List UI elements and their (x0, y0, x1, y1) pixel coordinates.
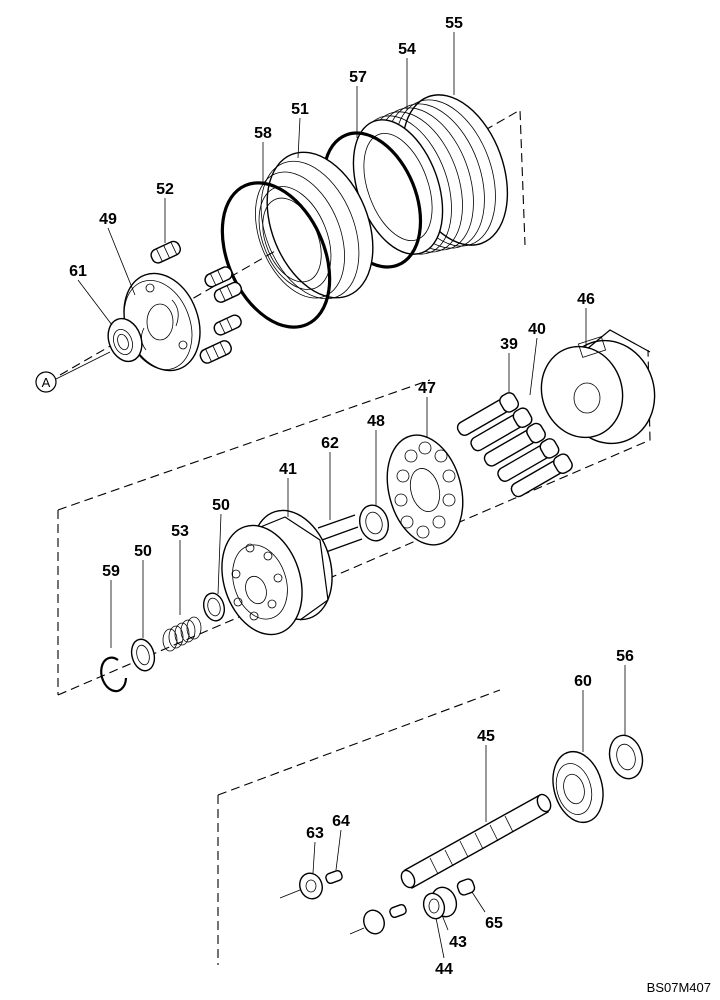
label-58: 58 (254, 125, 272, 142)
part-51-brake-piston (255, 151, 374, 300)
drawing-code: BS07M407 (647, 980, 711, 995)
label-64: 64 (332, 813, 350, 830)
leader-lines (77, 32, 626, 959)
part-55-disc-pack (352, 94, 509, 255)
label-65: 65 (485, 915, 503, 932)
label-40: 40 (528, 321, 546, 338)
label-51: 51 (291, 101, 309, 118)
callout-a-label: A (42, 375, 51, 390)
label-57: 57 (349, 69, 367, 86)
part-43-bush (422, 886, 458, 920)
callout-a: A (35, 351, 111, 393)
label-41: 41 (279, 461, 297, 478)
part-48-spherical-bush (358, 504, 390, 542)
label-54: 54 (398, 41, 416, 58)
label-43: 43 (449, 934, 467, 951)
part-64-pin (325, 869, 343, 885)
label-56: 56 (616, 648, 634, 665)
part-63-plug (279, 872, 323, 900)
label-62: 62 (321, 435, 339, 452)
part-60-bearing (552, 750, 604, 824)
label-53: 53 (171, 523, 189, 540)
part-39-40-pistons (456, 392, 573, 498)
label-52: 52 (156, 181, 174, 198)
label-50-lower: 50 (134, 543, 152, 560)
part-49-rear-flange (123, 272, 201, 372)
part-52-springs (150, 240, 243, 364)
part-61-bearing (107, 317, 143, 363)
label-44: 44 (435, 961, 453, 978)
label-49: 49 (99, 211, 117, 228)
part-65-collar (456, 878, 476, 896)
label-46: 46 (577, 291, 595, 308)
label-50-upper: 50 (212, 497, 230, 514)
label-47: 47 (418, 380, 436, 397)
label-63: 63 (306, 825, 324, 842)
label-59: 59 (102, 563, 120, 580)
label-39: 39 (500, 336, 518, 353)
part-62-pins (317, 514, 363, 553)
part-50-washer-lower (130, 638, 156, 672)
part-45-shaft (400, 793, 552, 890)
part-47-retainer-plate (386, 434, 464, 546)
part-53-spring (162, 616, 202, 652)
part-41-cylinder-block (221, 509, 333, 636)
part-56-oil-seal (608, 734, 644, 780)
label-60: 60 (574, 673, 592, 690)
part-46-swash-plate (540, 329, 656, 445)
label-55: 55 (445, 15, 463, 32)
part-59-snap-ring (100, 656, 128, 693)
part-44-pin (349, 903, 407, 935)
part-50-washer-upper (202, 592, 226, 622)
label-61: 61 (69, 263, 87, 280)
label-48: 48 (367, 413, 385, 430)
part-number-labels: 55 54 57 51 58 52 49 61 46 40 39 47 48 6… (69, 15, 634, 978)
label-45: 45 (477, 728, 495, 745)
